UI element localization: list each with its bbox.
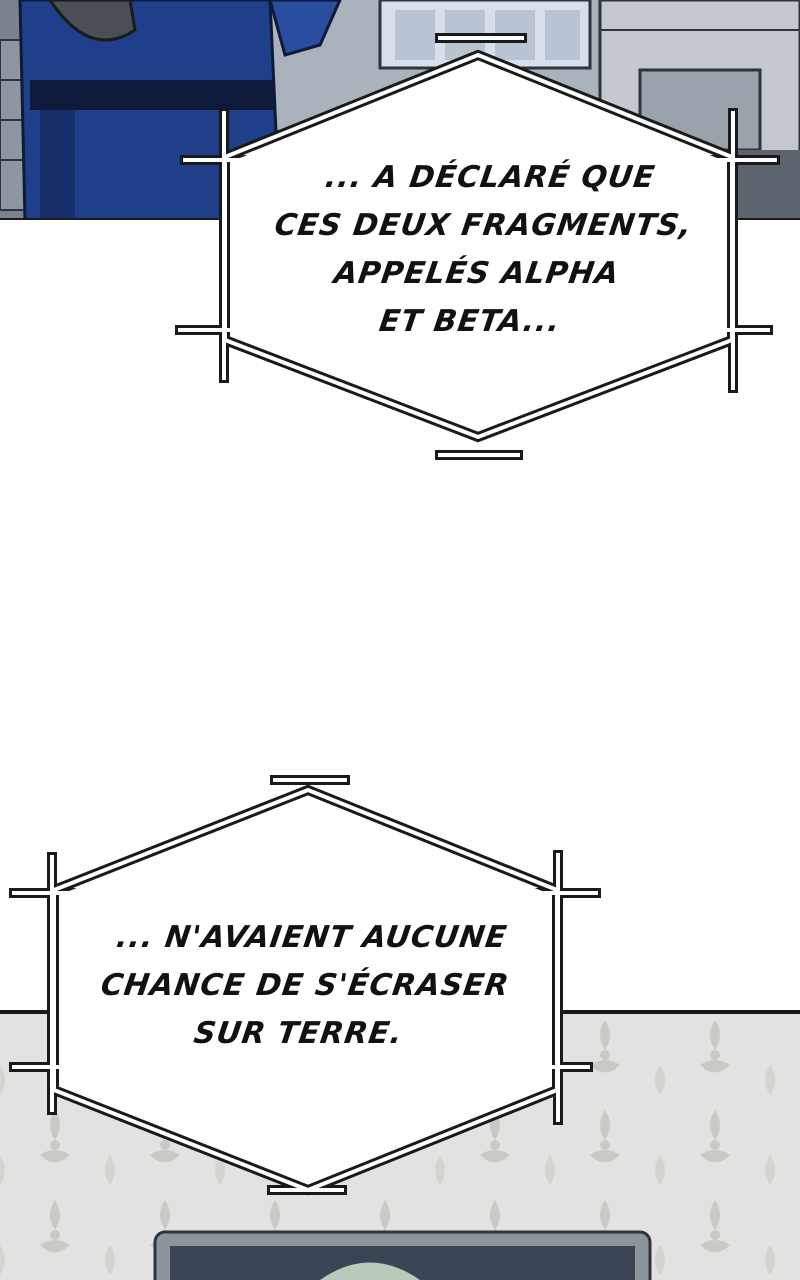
caption-line: CES DEUX FRAGMENTS,	[272, 208, 695, 243]
caption-line: SUR TERRE.	[191, 1016, 406, 1051]
caption-line: ... N'AVAIENT AUCUNE	[114, 920, 510, 955]
caption-line: ... A DÉCLARÉ QUE	[323, 160, 658, 195]
caption-text-top: ... A DÉCLARÉ QUE CES DEUX FRAGMENTS, AP…	[242, 154, 719, 346]
caption-line: CHANCE DE S'ÉCRASER	[98, 968, 512, 1003]
caption-line: ET BETA...	[377, 304, 563, 339]
caption-line: APPELÉS ALPHA	[331, 256, 622, 291]
caption-text-bottom: ... N'AVAIENT AUCUNE CHANCE DE S'ÉCRASER…	[70, 914, 540, 1058]
